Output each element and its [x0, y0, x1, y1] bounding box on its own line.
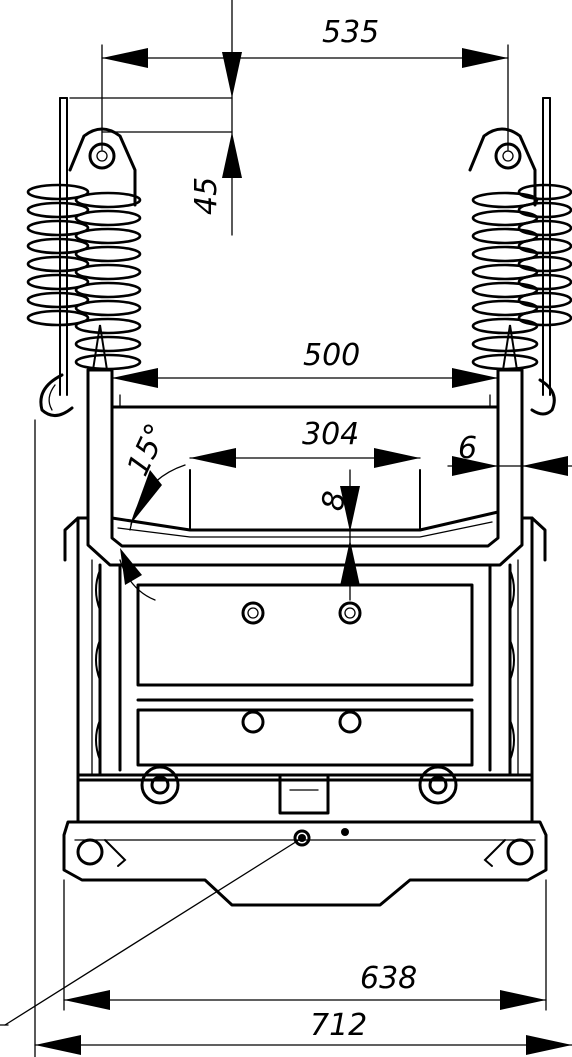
left-foot-hole: [76, 838, 104, 866]
right-spring-assembly: [468, 97, 572, 416]
left-spring-assembly: [26, 97, 142, 417]
right-spring-hook: [530, 378, 556, 416]
right-frame-tip: [502, 324, 518, 371]
trough-outer: [110, 510, 500, 532]
dim-304-label: 304: [302, 417, 359, 452]
left-mounting-ear: [68, 127, 137, 207]
left-frame-tip: [92, 324, 108, 371]
dim-638-label: 638: [360, 961, 417, 996]
dim-500-label: 500: [303, 338, 360, 373]
left-ear-hole-inner: [96, 150, 108, 162]
dim-6-label: 6: [458, 431, 477, 466]
dim-15-degree-label: 15°: [121, 418, 175, 481]
upper-frame: [86, 324, 524, 567]
right-foot-hole: [506, 838, 534, 866]
right-roller: [418, 765, 458, 805]
left-roller: [140, 765, 180, 805]
right-ear-hole-inner: [502, 150, 514, 162]
left-coil-spring: [26, 183, 142, 371]
base-plate: [62, 820, 548, 907]
dim-535-label: 535: [322, 15, 379, 50]
left-spring-hook: [39, 373, 74, 417]
u-frame-inner: [110, 368, 500, 548]
dimension-lines: [34, 0, 572, 1057]
middle-block: [95, 563, 515, 772]
base-assembly: [62, 765, 548, 907]
trough-inner: [117, 521, 493, 538]
right-coil-spring: [471, 183, 572, 371]
drain-bolt: [293, 829, 311, 847]
dim-712-label: 712: [310, 1008, 367, 1043]
bolt-holes: [241, 601, 362, 734]
center-box: [278, 773, 330, 815]
u-frame-outer: [86, 368, 524, 567]
dim-45-label: 45: [189, 177, 224, 215]
bolt-leader-line: [4, 837, 303, 1026]
clamp-block-upper: [136, 583, 474, 687]
right-mounting-ear: [468, 127, 537, 207]
clamp-block-lower: [136, 708, 474, 767]
side-brackets: [63, 516, 547, 782]
